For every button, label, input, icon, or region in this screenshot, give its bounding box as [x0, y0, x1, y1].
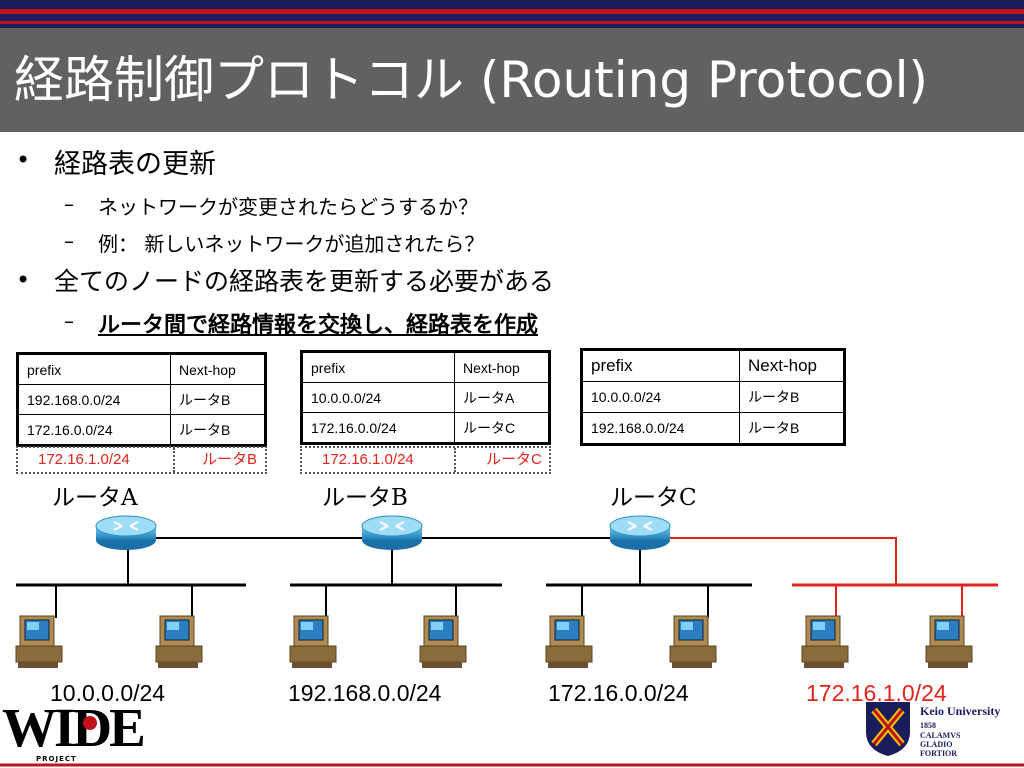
router-label-c: ルータC — [610, 485, 697, 511]
wide-logo: WIDE — [2, 697, 146, 758]
keio-logo-motto-1: CALAMVS — [920, 731, 961, 740]
wide-logo-subtitle: PROJECT — [36, 755, 77, 763]
new-route-row-a: 172.16.1.0/24 ルータB — [16, 446, 267, 474]
top-red-stripe-2 — [0, 21, 1024, 24]
computer-icon — [801, 615, 849, 669]
network-label-3: 172.16.0.0/24 — [548, 680, 689, 706]
bullet-marker: • — [16, 266, 31, 294]
computer-icon — [925, 615, 973, 669]
header-prefix: prefix — [17, 353, 171, 385]
table-row: 172.16.0.0/24 ルータB — [17, 414, 266, 446]
router-label-a: ルータA — [52, 485, 138, 511]
router-icon — [95, 515, 157, 550]
cell-prefix: 10.0.0.0/24 — [301, 382, 455, 413]
computer-icon — [669, 615, 717, 669]
cell-next-hop: ルータB — [170, 414, 266, 446]
dotted-separator — [454, 448, 456, 472]
network-label-4: 172.16.1.0/24 — [806, 680, 947, 706]
new-route-next-hop: ルータB — [202, 451, 258, 468]
table-row: 192.168.0.0/24 ルータB — [581, 412, 845, 445]
keio-logo-motto-2: GLADIO — [920, 740, 953, 749]
sub-bullet-1-1: ネットワークが変更されたらどうするか？ — [98, 195, 478, 219]
network-label-2: 192.168.0.0/24 — [288, 680, 442, 706]
keio-logo-name: Keio University — [920, 704, 1001, 718]
routing-table-b: prefix Next-hop 10.0.0.0/24 ルータA 172.16.… — [300, 350, 551, 445]
network-label-1: 10.0.0.0/24 — [50, 680, 166, 706]
dash-marker: – — [64, 309, 74, 333]
cell-next-hop: ルータC — [454, 412, 550, 444]
header-prefix: prefix — [301, 351, 455, 383]
dotted-separator — [173, 448, 175, 472]
keio-crest-icon — [866, 702, 910, 756]
router-icon — [609, 515, 671, 550]
table-row: 192.168.0.0/24 ルータB — [17, 384, 266, 415]
computer-icon — [289, 615, 337, 669]
new-route-next-hop: ルータC — [486, 451, 542, 468]
table-header-row: prefix Next-hop — [17, 353, 266, 385]
table-row: 10.0.0.0/24 ルータA — [301, 382, 550, 413]
dash-marker: – — [64, 192, 74, 216]
computer-icon — [155, 615, 203, 669]
header-next-hop: Next-hop — [454, 351, 550, 383]
bullet-marker: • — [16, 146, 31, 174]
bullet-1: 経路表の更新 — [54, 149, 216, 180]
title-bar — [0, 28, 1024, 132]
bullet-2: 全てのノードの経路表を更新する必要がある — [54, 267, 555, 296]
new-network-link — [668, 537, 897, 585]
table-row: 10.0.0.0/24 ルータB — [581, 381, 845, 413]
slide-title: 経路制御プロトコル (Routing Protocol) — [14, 51, 928, 109]
cell-next-hop: ルータB — [739, 412, 845, 445]
computer-icon — [15, 615, 63, 669]
computer-icon — [545, 615, 593, 669]
sub-bullet-2-1: ルータ間で経路情報を交換し、経路表を作成 — [98, 313, 539, 338]
cell-prefix: 192.168.0.0/24 — [17, 384, 171, 415]
top-red-stripe — [0, 9, 1024, 14]
header-prefix: prefix — [581, 349, 740, 382]
new-route-row-b: 172.16.1.0/24 ルータC — [300, 446, 551, 474]
header-next-hop: Next-hop — [739, 349, 845, 382]
top-decor-band — [0, 0, 1024, 28]
cell-prefix: 172.16.0.0/24 — [17, 414, 171, 446]
routing-table-c: prefix Next-hop 10.0.0.0/24 ルータB 192.168… — [580, 348, 846, 446]
sub-bullet-1-2: 例： 新しいネットワークが追加されたら？ — [98, 232, 485, 256]
table-header-row: prefix Next-hop — [581, 349, 845, 382]
keio-logo-motto-3: FORTIOR — [920, 749, 958, 758]
wide-logo-dot — [83, 716, 97, 730]
router-icon — [361, 515, 423, 550]
table-row: 172.16.0.0/24 ルータC — [301, 412, 550, 444]
computer-icon — [419, 615, 467, 669]
new-route-prefix: 172.16.1.0/24 — [322, 451, 414, 468]
dash-marker: – — [64, 229, 74, 253]
cell-prefix: 10.0.0.0/24 — [581, 381, 740, 413]
table-header-row: prefix Next-hop — [301, 351, 550, 383]
keio-logo-year: 1858 — [920, 721, 936, 730]
cell-next-hop: ルータB — [170, 384, 266, 415]
router-label-b: ルータB — [322, 485, 408, 511]
new-route-prefix: 172.16.1.0/24 — [38, 451, 130, 468]
header-next-hop: Next-hop — [170, 353, 266, 385]
cell-next-hop: ルータB — [739, 381, 845, 413]
routing-table-a: prefix Next-hop 192.168.0.0/24 ルータB 172.… — [16, 352, 267, 447]
